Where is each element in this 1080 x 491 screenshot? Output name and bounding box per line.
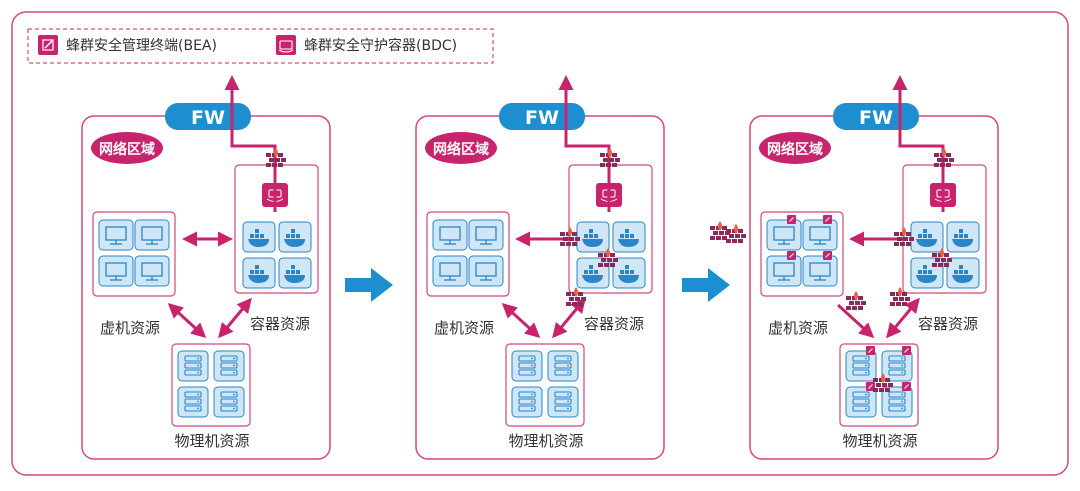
server-icon	[511, 350, 543, 382]
server-icon	[845, 350, 877, 382]
docker-icon	[576, 221, 610, 253]
server-icon	[547, 350, 579, 382]
bea-badge-icon	[787, 251, 796, 260]
vm-icon	[468, 219, 504, 251]
firewall-icon	[894, 227, 914, 246]
fw-pill	[165, 103, 251, 130]
firewall-icon	[873, 373, 893, 392]
server-icon	[177, 350, 209, 382]
fw-label: FW	[525, 107, 559, 129]
docker-icon	[946, 257, 980, 289]
bea-badge-icon	[823, 251, 832, 260]
bea-badge-icon	[823, 215, 832, 224]
docker-icon	[242, 221, 276, 253]
zone-label: 网络区域	[767, 141, 823, 158]
firewall-icon	[934, 148, 954, 167]
container-resource-label: 容器资源	[584, 315, 644, 333]
vm-icon	[432, 255, 468, 287]
container-resource-label: 容器资源	[918, 315, 978, 333]
docker-icon	[910, 221, 944, 253]
vm-icon	[802, 219, 838, 251]
transition-arrow-1	[345, 268, 393, 302]
egress-arrow	[224, 75, 277, 212]
firewall-icon	[598, 248, 618, 267]
panels: FW网络区域虚机资源容器资源物理机资源FW网络区域虚机资源容器资源物理机资源FW…	[81, 75, 999, 460]
vm-physical-arrow	[167, 302, 207, 339]
vm-icon	[766, 219, 802, 251]
legend-box	[27, 28, 494, 64]
docker-icon	[612, 221, 646, 253]
vm-icon	[134, 255, 170, 287]
vm-icon	[432, 219, 468, 251]
bea-badge-icon	[902, 346, 911, 355]
bdc-container-icon	[276, 35, 296, 55]
vm-icon	[98, 255, 134, 287]
container-physical-arrow	[218, 297, 252, 339]
zone-badge	[425, 132, 497, 164]
bea-badge-icon	[902, 382, 911, 391]
docker-icon	[612, 257, 646, 289]
docker-icon	[242, 257, 276, 289]
vm-icon	[98, 219, 134, 251]
server-icon	[881, 350, 913, 382]
fw-pill	[499, 103, 585, 130]
firewall-icon	[710, 221, 730, 240]
docker-icon	[278, 221, 312, 253]
firewall-icon	[566, 287, 586, 306]
server-icon	[511, 386, 543, 418]
server-icon	[845, 386, 877, 418]
firewall-icon	[600, 148, 620, 167]
bea-badge-icon	[787, 215, 796, 224]
legend-bdc-label: 蜂群安全守护容器(BDC)	[304, 37, 457, 54]
server-icon	[881, 386, 913, 418]
physical-resource-label: 物理机资源	[508, 432, 583, 450]
vm-resource-label: 虚机资源	[434, 319, 494, 337]
vm-physical-arrow	[501, 302, 541, 339]
vm-resource-label: 虚机资源	[100, 319, 160, 337]
physical-resource-label: 物理机资源	[842, 432, 917, 450]
docker-icon	[278, 257, 312, 289]
server-icon	[547, 386, 579, 418]
fw-label: FW	[859, 107, 893, 129]
container-resource-label: 容器资源	[250, 315, 310, 333]
server-icon	[177, 386, 209, 418]
vm-resource-label: 虚机资源	[768, 319, 828, 337]
egress-arrow	[558, 75, 611, 212]
legend: 蜂群安全管理终端(BEA) 蜂群安全守护容器(BDC)	[27, 28, 494, 64]
vm-icon	[766, 255, 802, 287]
zone-label: 网络区域	[99, 141, 155, 158]
server-icon	[213, 386, 245, 418]
bea-badge-icon	[866, 382, 875, 391]
docker-icon	[946, 221, 980, 253]
container-physical-arrow	[886, 297, 920, 339]
bea-terminal-icon	[38, 35, 58, 55]
zone-label: 网络区域	[433, 141, 489, 158]
transition-arrow-2	[682, 268, 730, 302]
server-icon	[213, 350, 245, 382]
firewall-icon	[266, 148, 286, 167]
fw-label: FW	[191, 107, 225, 129]
firewall-icon	[560, 227, 580, 246]
firewall-icon	[846, 291, 866, 310]
legend-bea-label: 蜂群安全管理终端(BEA)	[66, 37, 217, 54]
docker-icon	[576, 257, 610, 289]
fw-pill	[833, 103, 919, 130]
bea-badge-icon	[866, 346, 875, 355]
docker-icon	[910, 257, 944, 289]
zone-badge	[759, 132, 831, 164]
firewall-icon	[890, 287, 910, 306]
egress-arrow	[892, 75, 945, 212]
firewall-icon	[932, 248, 952, 267]
vm-icon	[802, 255, 838, 287]
vm-physical-arrow	[836, 303, 875, 339]
physical-resource-label: 物理机资源	[174, 432, 249, 450]
vm-icon	[134, 219, 170, 251]
vm-icon	[468, 255, 504, 287]
zone-badge	[91, 132, 163, 164]
